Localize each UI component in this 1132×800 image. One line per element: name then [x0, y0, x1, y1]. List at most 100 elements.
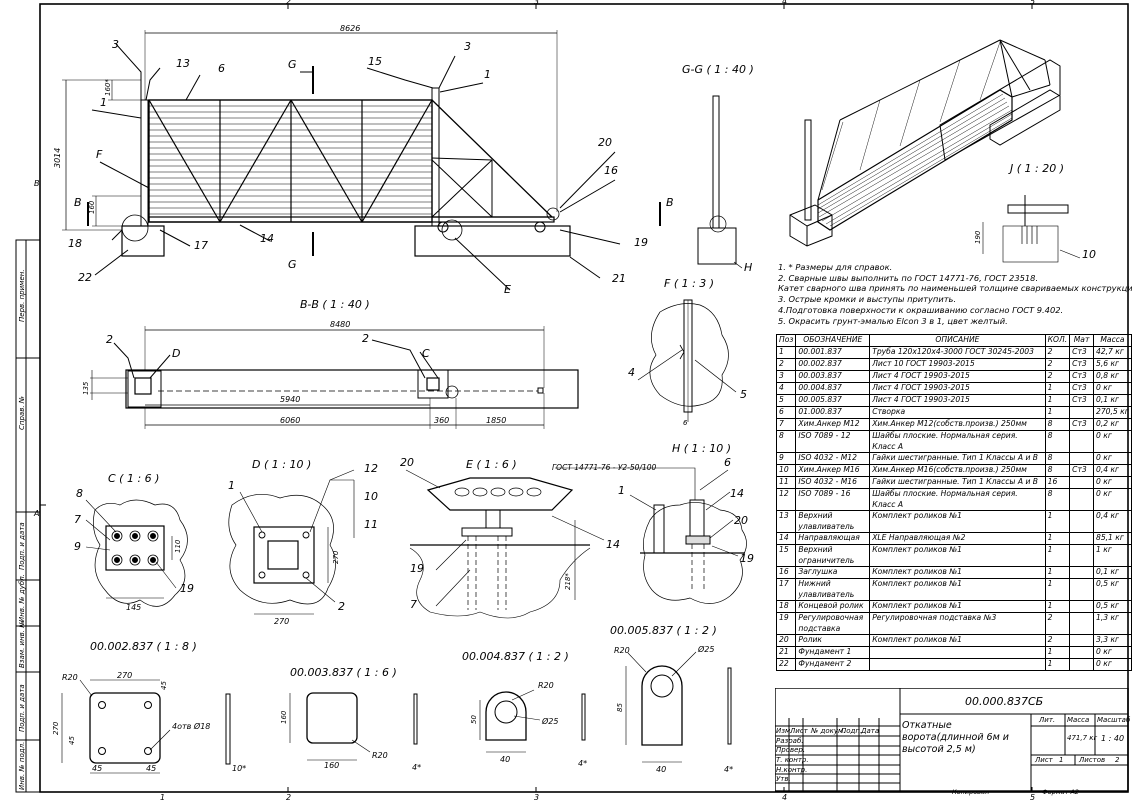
callout-22: 22: [78, 271, 92, 284]
detail-4-thickness: 4*: [578, 759, 587, 768]
stamp-label-date: Дата: [861, 727, 880, 735]
stamp-label-rev: Изм.: [776, 727, 793, 735]
view-c-dim-110: 110: [174, 539, 182, 553]
spec-cell: XLE Направляющая №2: [869, 532, 1046, 545]
spec-cell: ISO 4032 - M12: [795, 452, 871, 465]
view-e-callout-19: 19: [410, 562, 424, 575]
spec-cell: [869, 646, 1046, 659]
callout-3b: 3: [464, 40, 471, 53]
spec-cell: ISO 4032 - M16: [795, 476, 871, 489]
spec-cell: Регулировочная подставка: [795, 612, 871, 635]
view-e-title: E ( 1 : 6 ): [466, 458, 517, 471]
stamp-label-sign: Подп.: [841, 727, 863, 735]
dim-8480: 8480: [330, 320, 350, 329]
view-h-callout-6: 6: [724, 456, 731, 469]
zone-top-2: 2: [286, 0, 291, 6]
callout-16: 16: [604, 164, 618, 177]
side-stamp-frame: [15, 239, 41, 793]
spec-cell: 00.003.837: [795, 370, 871, 383]
view-gg-title: G-G ( 1 : 40 ): [682, 63, 754, 76]
side-stamp-sign-date-1: Подп. и дата: [18, 522, 26, 570]
view-bb-title: B-B ( 1 : 40 ): [300, 298, 370, 311]
view-d-callout-10: 10: [364, 490, 378, 503]
note-4: 4.Подготовка поверхности к окрашиванию с…: [778, 304, 1064, 315]
note-2: 2. Сварные швы выполнить по ГОСТ 14771-7…: [778, 272, 1039, 283]
stamp-sheets-label: Листов: [1079, 756, 1106, 764]
spec-header: ОБОЗНАЧЕНИЕ: [795, 334, 871, 347]
spec-cell: 8: [1044, 488, 1071, 511]
spec-cell: 00.001.837: [795, 346, 871, 359]
view-e-dim: 218*: [564, 573, 572, 590]
zone-left-A: A: [33, 509, 39, 518]
spec-header: Поз: [775, 334, 797, 347]
detail-5-title: 00.005.837 ( 1 : 2 ): [610, 624, 717, 637]
detail-5-radius: R20: [614, 646, 630, 655]
view-j-title: J ( 1 : 20 ): [1008, 162, 1064, 175]
note-1: 1. * Размеры для справок.: [778, 262, 893, 272]
detail-4-radius: R20: [538, 681, 554, 690]
spec-cell: Верхний улавливатель: [795, 510, 871, 533]
view-bb-text: B-B ( 1 : 40 ) 8480 5940 6060 360 1850 1…: [82, 298, 506, 425]
view-h: [555, 467, 747, 604]
spec-cell: 1: [1044, 406, 1071, 419]
zone-bottom-5: 5: [1030, 793, 1035, 800]
spec-cell: [1069, 430, 1094, 453]
guide-rail: [148, 216, 555, 223]
note-2-cont: Катет сварного шва принять по наименьшей…: [778, 283, 1132, 294]
spec-cell: 8: [1044, 418, 1071, 431]
zone-top-4: 4: [782, 0, 787, 6]
view-e-callout-14: 14: [606, 538, 620, 551]
detail-3-dim-h: 160: [280, 710, 288, 724]
note-3: 3. Острые кромки и выступы притупить.: [778, 294, 957, 305]
callout-1b: 1: [100, 96, 107, 109]
stamp-mass-value: 471,7 кг: [1067, 734, 1098, 742]
view-d: [228, 469, 355, 615]
stamp-sheet-no: 1: [1059, 756, 1064, 764]
spec-cell: Гайки шестигранные. Тип 1 Классы А и В: [869, 476, 1046, 489]
stamp-lit-label: Лит.: [1039, 716, 1056, 724]
main-elevation-text: 8626 3014 160* 160 3 13 6 15 3 1 1 F 20 …: [53, 24, 674, 296]
view-f-callout-4: 4: [628, 366, 635, 379]
spec-cell: ISO 7089 - 12: [795, 430, 871, 453]
detail-2-dim-45d: 45: [146, 764, 156, 773]
side-stamp-ref-no: Справ. №: [18, 395, 26, 430]
dim-5940: 5940: [280, 395, 300, 404]
spec-cell: 1: [1044, 532, 1071, 545]
view-h-callout-19: 19: [740, 552, 754, 565]
detail-2-dim-45a: 45: [160, 681, 168, 690]
spec-cell: 18: [775, 600, 797, 613]
spec-cell: 8: [1044, 464, 1071, 477]
spec-cell: 1: [1044, 646, 1071, 659]
spec-cell: 1,3 кг: [1092, 612, 1132, 635]
spec-cell: 00.004.837: [795, 382, 871, 395]
spec-cell: 2: [1044, 346, 1071, 359]
spec-cell: 3,3 кг: [1092, 634, 1132, 647]
spec-cell: 42,7 кг: [1092, 346, 1132, 359]
view-h-callout-14: 14: [730, 487, 744, 500]
view-bb-callout-2a: 2: [106, 333, 113, 346]
title-block-grid: [775, 688, 1129, 792]
dim-bottom: 160: [88, 200, 96, 214]
spec-cell: 2: [1044, 358, 1071, 371]
spec-cell: 14: [775, 532, 797, 545]
zone-bottom-3: 3: [534, 793, 539, 800]
spec-cell: 9: [775, 452, 797, 465]
spec-header: Масса: [1092, 334, 1132, 347]
spec-cell: 00.005.837: [795, 394, 871, 407]
spec-cell: 0,1 кг: [1092, 394, 1132, 407]
spec-cell: 2: [775, 358, 797, 371]
spec-cell: 0 кг: [1092, 430, 1132, 453]
post-right: [431, 87, 440, 227]
dim-360: 360: [434, 416, 449, 425]
spec-cell: [1069, 488, 1094, 511]
section-G-bottom: G: [288, 258, 297, 271]
side-stamp-sign-date-2: Подп. и дата: [18, 684, 26, 732]
